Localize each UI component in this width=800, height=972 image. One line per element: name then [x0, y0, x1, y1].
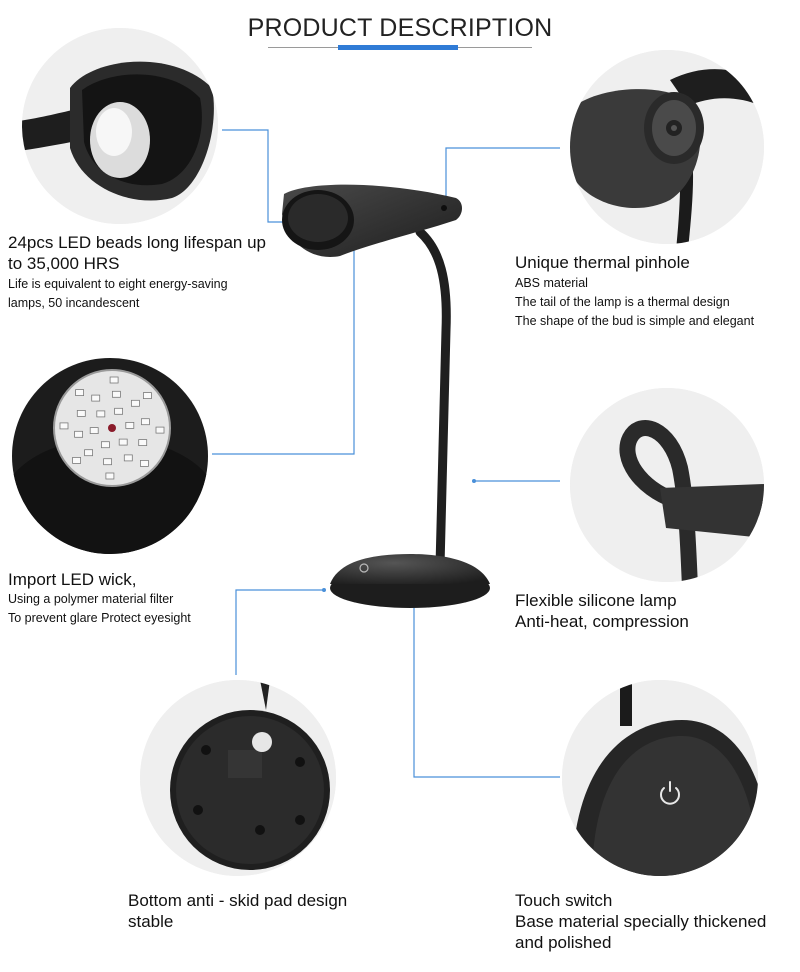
touch-switch-photo: [562, 680, 758, 876]
led-chip: [105, 472, 115, 480]
feature-title-line: Unique thermal pinhole: [515, 253, 690, 272]
led-chip: [109, 376, 119, 384]
feature-body-line: Using a polymer material filter: [8, 592, 174, 606]
led-chip: [123, 454, 133, 462]
title-accent-bar: [338, 45, 458, 50]
feature-anti-skid: Bottom anti - skid pad design stable: [128, 890, 347, 932]
feature-title-line: and polished: [515, 933, 612, 952]
page-title: PRODUCT DESCRIPTION: [247, 14, 553, 42]
desk-lamp-illustration: [282, 184, 490, 608]
feature-anti-skid-title: Bottom anti - skid pad design stable: [128, 890, 347, 932]
led-chip: [74, 430, 83, 438]
feature-title-line: Touch switch: [515, 891, 613, 910]
led-chip: [101, 441, 110, 449]
feature-title-line: Import LED wick,: [8, 570, 137, 589]
feature-title-line: 24pcs LED beads long lifespan up: [8, 233, 267, 252]
led-chip: [76, 410, 86, 417]
led-chip: [91, 394, 101, 402]
feature-led-wick: Import LED wick, Using a polymer materia…: [8, 569, 191, 628]
feature-body-line: Life is equivalent to eight energy-savin…: [8, 277, 228, 291]
led-chip: [103, 458, 112, 466]
feature-title-line: Flexible silicone lamp: [515, 591, 677, 610]
led-chip: [72, 457, 81, 464]
led-chip: [131, 399, 140, 407]
feature-body-line: The shape of the bud is simple and elega…: [515, 314, 755, 328]
anti-skid-bottom-photo: [140, 680, 336, 876]
feature-body-line: lamps, 50 incandescent: [8, 296, 140, 310]
feature-title-line: Bottom anti - skid pad design: [128, 891, 348, 910]
feature-body-line: The tail of the lamp is a thermal design: [515, 295, 730, 309]
led-chip: [114, 407, 123, 415]
led-chip: [125, 422, 135, 429]
led-chip: [155, 426, 165, 434]
feature-body-line: ABS material: [515, 276, 588, 290]
led-chip: [75, 389, 84, 397]
silicone-neck-photo: [570, 388, 764, 582]
feature-led-wick-title: Import LED wick,: [8, 569, 191, 590]
feature-led-wick-body: Using a polymer material filter To preven…: [8, 590, 191, 628]
led-chip: [84, 449, 93, 457]
led-chip: [139, 460, 149, 467]
led-lamp-head-photo: [22, 28, 218, 224]
feature-thermal-pinhole-title: Unique thermal pinhole: [515, 252, 754, 273]
feature-led-beads-title: 24pcs LED beads long lifespan up to 35,00…: [8, 232, 266, 274]
led-chip: [112, 390, 121, 398]
feature-title-line: stable: [128, 912, 174, 931]
led-chip: [142, 392, 152, 399]
feature-led-beads: 24pcs LED beads long lifespan up to 35,00…: [8, 232, 266, 313]
led-chip: [140, 418, 150, 426]
feature-title-line: Anti-heat, compression: [515, 612, 689, 631]
feature-title-line: to 35,000 HRS: [8, 254, 120, 273]
feature-title-line: Base material specially thickened: [515, 912, 767, 931]
feature-led-beads-body: Life is equivalent to eight energy-savin…: [8, 275, 266, 313]
led-chip: [59, 422, 69, 430]
feature-body-line: To prevent glare Protect eyesight: [8, 611, 191, 625]
led-chip: [138, 439, 148, 446]
thermal-pinhole-photo: [570, 50, 764, 244]
power-icon: [660, 781, 680, 805]
led-wick-photo: [12, 358, 208, 554]
led-chip: [89, 427, 99, 434]
led-chip: [118, 438, 128, 446]
led-chip: [96, 410, 106, 418]
